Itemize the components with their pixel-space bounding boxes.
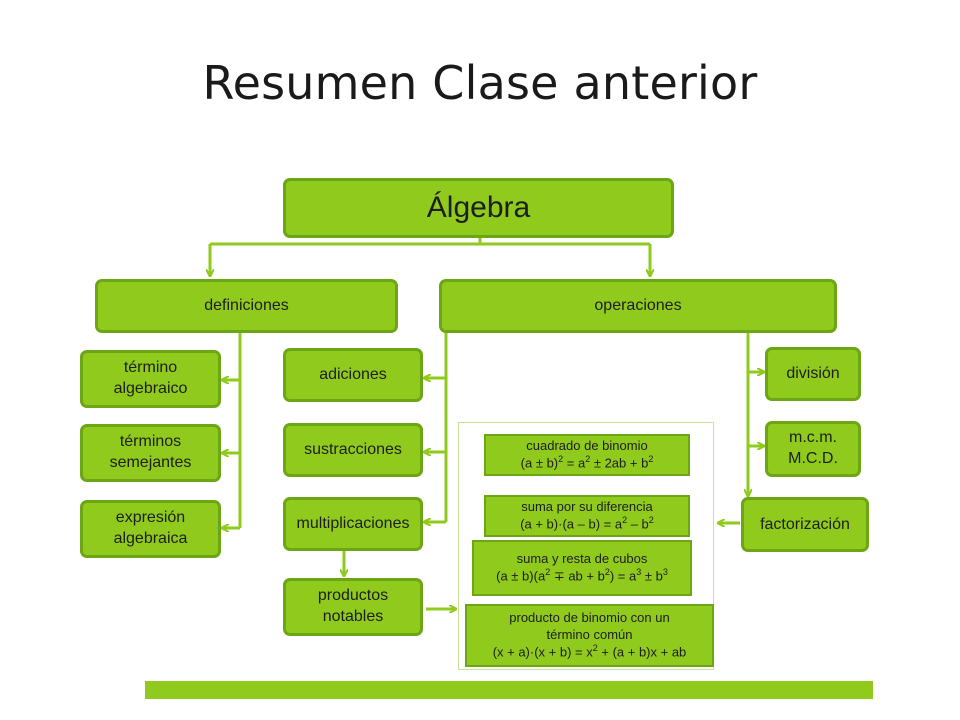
node-multiplicaciones: multiplicaciones [283,497,423,551]
node-definiciones: definiciones [95,279,398,333]
node-termino-algebraico: término algebraico [80,350,221,408]
formula-box-cuadrado-binomio: cuadrado de binomio (a ± b)2 = a2 ± 2ab … [484,434,690,476]
node-adiciones: adiciones [283,348,423,402]
node-sustracciones: sustracciones [283,423,423,477]
node-division: división [765,347,861,401]
node-factorizacion: factorización [741,497,869,552]
formula-expression: (a ± b)2 = a2 ± 2ab + b2 [520,454,654,471]
formula-box-suma-resta-cubos: suma y resta de cubos (a ± b)(a2 ∓ ab + … [472,540,692,596]
formula-box-binomio-termino-comun: producto de binomio con un término común… [465,604,714,667]
node-productos-notables: productos notables [283,578,423,636]
formulas-panel: cuadrado de binomio (a ± b)2 = a2 ± 2ab … [458,422,714,670]
root-node-algebra: Álgebra [283,178,674,238]
formula-expression: (a + b)·(a – b) = a2 – b2 [520,515,654,532]
formula-expression: (x + a)·(x + b) = x2 + (a + b)x + ab [492,642,687,660]
bottom-accent-bar [145,681,873,699]
node-operaciones: operaciones [439,279,837,333]
formula-name: suma y resta de cubos [516,551,648,567]
formula-expression: (a ± b)(a2 ∓ ab + b2) = a3 ± b3 [496,567,668,584]
node-expresion-algebraica: expresión algebraica [80,500,221,558]
formula-name: cuadrado de binomio [526,438,648,454]
formula-name: suma por su diferencia [521,499,653,515]
slide-title: Resumen Clase anterior [202,56,758,110]
formula-name: producto de binomio con un término común [509,610,670,642]
node-terminos-semejantes: términos semejantes [80,424,221,482]
formula-box-suma-por-diferencia: suma por su diferencia (a + b)·(a – b) =… [484,495,690,537]
node-mcm-mcd: m.c.m. M.C.D. [765,421,861,477]
